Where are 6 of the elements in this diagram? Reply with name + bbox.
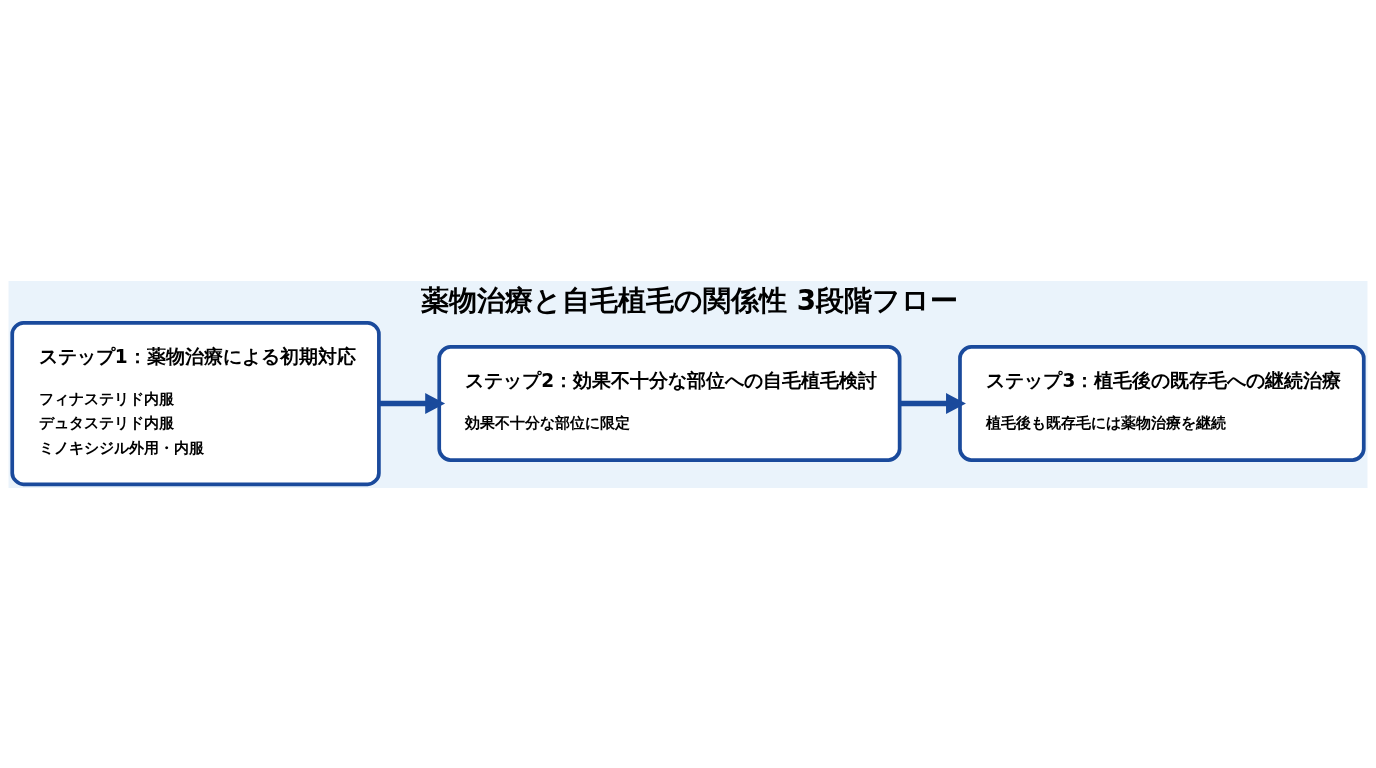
arrow — [899, 392, 966, 414]
diagram-title: 薬物治療と自毛植毛の関係性 3段階フロー — [421, 283, 959, 317]
arrow — [379, 392, 446, 414]
node-box: ステップ2：効果不十分な部位への自毛植毛検討 効果不十分な部位に限定 — [437, 344, 902, 462]
node-box: ステップ3：植毛後の既存毛への継続治療 植毛後も既存毛には薬物治療を継続 — [958, 344, 1366, 462]
node-box: ステップ1：薬物治療による初期対応 フィナステリド内服 デュタステリド内服 ミノキシジル外用・内服 — [10, 320, 381, 486]
